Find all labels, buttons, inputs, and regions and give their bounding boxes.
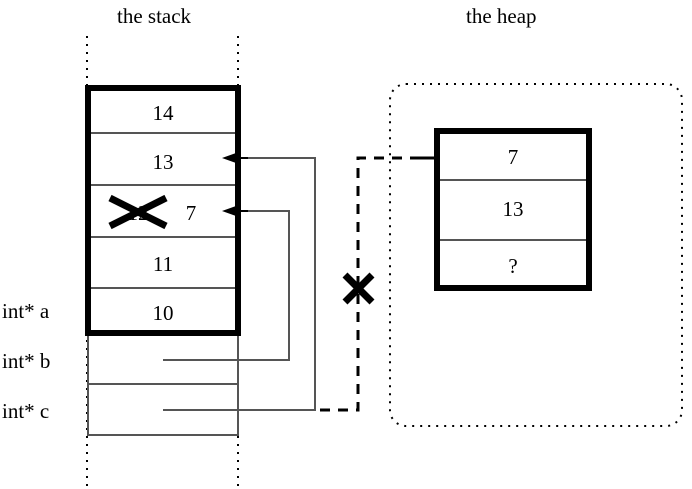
heap-block-box (434, 128, 592, 291)
stack-lower-region (87, 332, 239, 436)
pointer-b-path (163, 210, 290, 361)
stack-title: the stack (117, 4, 192, 28)
variable-label-b: int* b (2, 349, 51, 373)
stack-cell-value-1: 13 (152, 150, 174, 174)
heap-title: the heap (466, 4, 537, 28)
stack-frame-box (85, 85, 241, 336)
heap-cell-value-0: 7 (507, 145, 519, 169)
stack-cell-value-3: 11 (152, 252, 174, 276)
stack-cell-value-0: 14 (152, 101, 174, 125)
pointer-c-path (163, 157, 316, 411)
heap-block-outline (434, 128, 592, 291)
dangling-heap-pointer (320, 156, 420, 412)
heap-boundary (389, 83, 683, 427)
variable-label-a: int* a (2, 299, 50, 323)
heap-cell-value-1: 13 (502, 197, 524, 221)
heap-cell-value-2: ? (508, 254, 518, 278)
variable-label-c: int* c (2, 399, 50, 423)
stack-cell-value-4: 10 (152, 301, 174, 325)
struck-value-cross-icon (108, 194, 168, 230)
stack-cell-value-2-struck: 12 (127, 201, 149, 225)
broken-pointer-cross-icon (342, 272, 375, 305)
stack-cell-value-2-new: 7 (185, 201, 197, 225)
